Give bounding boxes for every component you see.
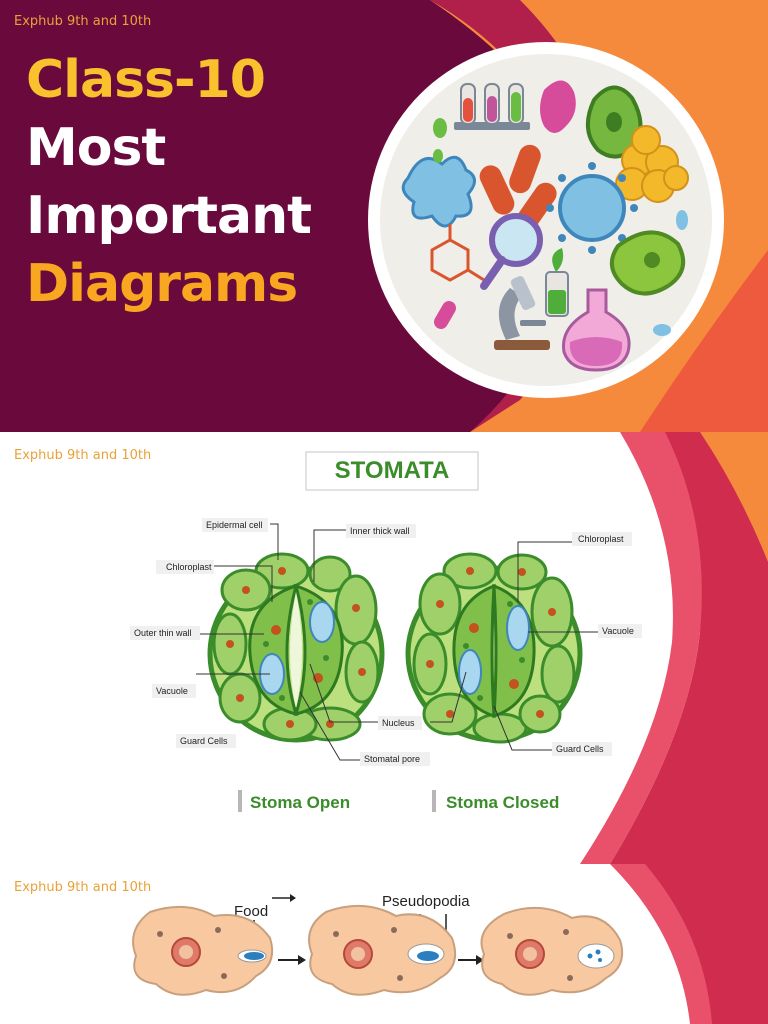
- arrow-head-icon: [290, 894, 296, 902]
- food-label: Food: [234, 903, 268, 920]
- title-class-10: Class-10: [26, 50, 266, 110]
- stoma-closed-diagram: [405, 552, 583, 744]
- label-outer-thin-wall: Outer thin wall: [134, 628, 192, 638]
- watermark: Exphub 9th and 10th: [14, 448, 152, 463]
- bacteria-icon: [434, 301, 457, 329]
- amoeba-icon: [401, 155, 476, 228]
- magnifier-icon: [480, 213, 543, 290]
- beaker-icon: [545, 248, 569, 317]
- spore-icon: [653, 324, 671, 336]
- label-inner-thick-wall: Inner thick wall: [350, 526, 410, 536]
- label-guard-cells-left: Guard Cells: [180, 736, 228, 746]
- stomata-slide: Exphub 9th and 10th STOMATA: [0, 432, 768, 864]
- stomata-diagram: STOMATA: [130, 451, 642, 812]
- caption-stoma-closed: Stoma Closed: [446, 793, 559, 812]
- label-stomatal-pore: Stomatal pore: [364, 754, 420, 764]
- amoeba-slide: Exphub 9th and 10th Food Pseudopodia: [0, 864, 768, 1024]
- test-tubes-icon: [454, 83, 530, 130]
- label-leader-lines: [196, 523, 598, 761]
- stomata-title-box: [305, 451, 479, 491]
- bacteria-icon: [540, 80, 576, 133]
- label-epidermal-cell: Epidermal cell: [206, 520, 263, 530]
- title-important: Important: [26, 186, 312, 246]
- amoeba-stage-1: [132, 905, 274, 996]
- caption-stoma-open: Stoma Open: [250, 793, 350, 812]
- stoma-open-diagram: [207, 552, 385, 743]
- cocci-cluster-icon: [615, 125, 689, 203]
- title-most: Most: [26, 118, 166, 178]
- flask-icon: [562, 288, 631, 372]
- pseudopodia-label: Pseudopodia: [382, 893, 470, 910]
- microscope-icon: [494, 275, 550, 350]
- label-vacuole-left: Vacuole: [156, 686, 188, 696]
- spore-icon: [433, 118, 447, 138]
- label-chloroplast-left: Chloroplast: [166, 562, 212, 572]
- virus-icon: [546, 162, 638, 254]
- amoeba-stage-2: [308, 904, 456, 996]
- label-vacuole-right: Vacuole: [602, 626, 634, 636]
- amoeba-diagram: Food Pseudopodia: [132, 893, 624, 996]
- watermark: Exphub 9th and 10th: [14, 880, 152, 895]
- label-nucleus: Nucleus: [382, 718, 415, 728]
- science-illustration: [368, 42, 724, 398]
- spore-icon: [676, 210, 688, 230]
- molecule-icon: [430, 224, 485, 282]
- stomatal-pore: [290, 592, 302, 708]
- plant-cell-icon: [610, 230, 686, 296]
- stomata-title: STOMATA: [335, 457, 450, 484]
- spore-icon: [433, 149, 443, 163]
- label-chloroplast-right: Chloroplast: [578, 534, 624, 544]
- watermark: Exphub 9th and 10th: [14, 14, 152, 29]
- title-diagrams: Diagrams: [26, 254, 298, 314]
- label-guard-cells-right: Guard Cells: [556, 744, 604, 754]
- cover-slide: Exphub 9th and 10th Class-10 Most Import…: [0, 0, 768, 432]
- amoeba-stage-3: [480, 906, 624, 996]
